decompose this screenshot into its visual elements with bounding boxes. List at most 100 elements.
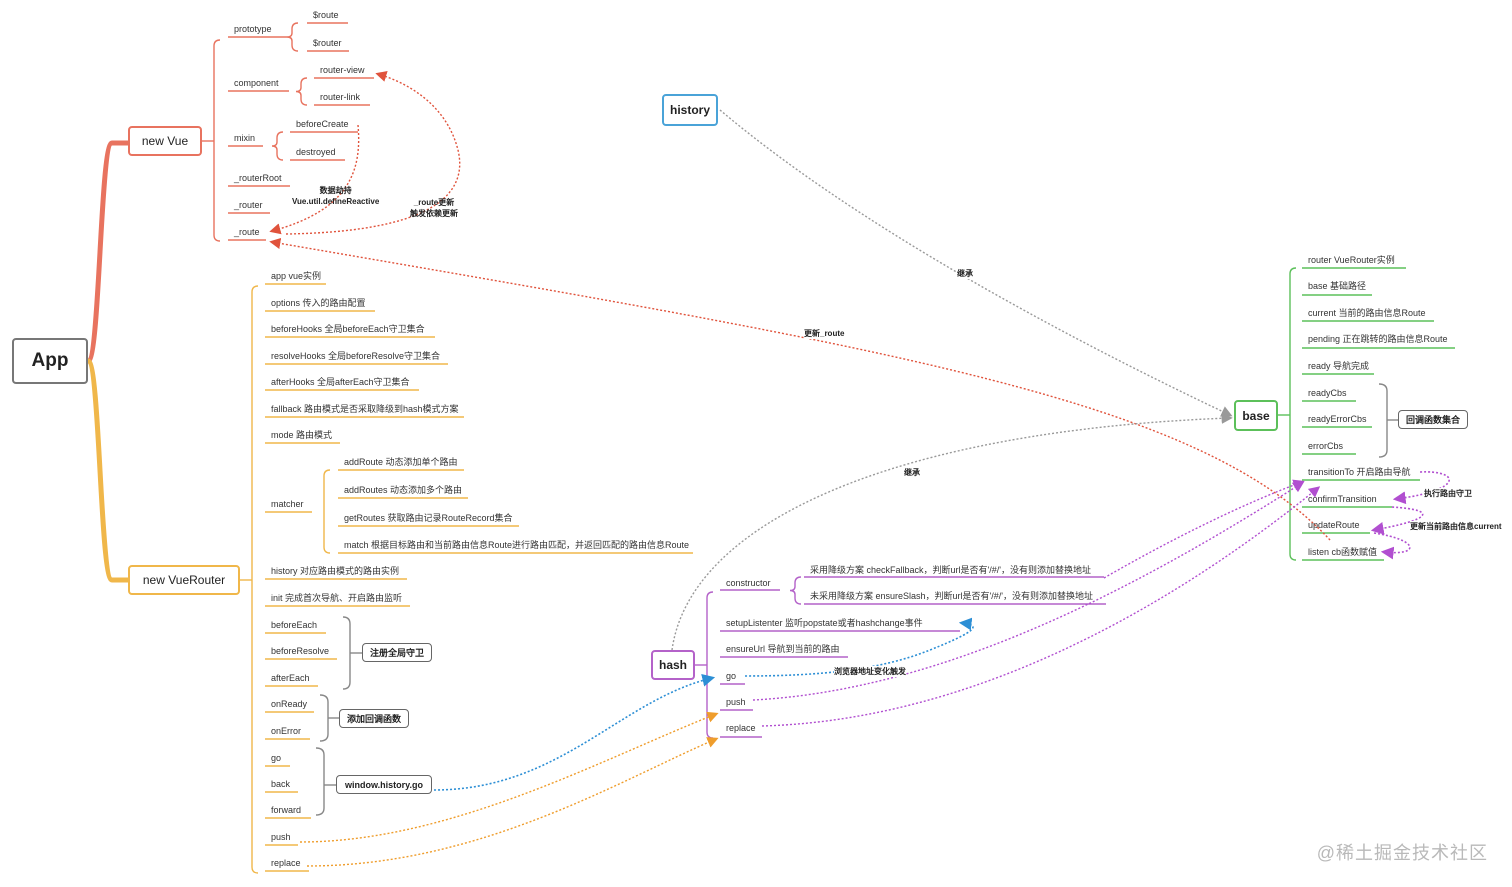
node-hash[interactable]: hash (651, 650, 695, 680)
label-ensure-slash: 未采用降级方案 ensureSlash，判断url是否有'/#/'，没有则添加替… (810, 591, 1093, 601)
branch-app-newvue (85, 140, 128, 364)
label-add-routes: addRoutes 动态添加多个路由 (344, 485, 463, 495)
arrow-hash-replace (761, 486, 1321, 727)
label-before-hooks: beforeHooks 全局beforeEach守卫集合 (271, 324, 425, 334)
brace-mixin (271, 131, 284, 161)
brace-component (295, 77, 308, 106)
label-history-instance: history 对应路由模式的路由实例 (271, 566, 400, 576)
bracket-callbacks (319, 694, 329, 742)
note-route-update: _route更新 触发依赖更新 (410, 198, 458, 218)
label-confirm-transition: confirmTransition (1308, 494, 1377, 504)
bracket-base (1289, 267, 1297, 561)
brace-constructor (789, 576, 802, 605)
label-base-pending: pending 正在跳转的路由信息Route (1308, 334, 1448, 344)
arrow-push-to-hash (299, 711, 719, 843)
label-destroyed: destroyed (296, 147, 336, 157)
note-define-reactive: 数据劫持 Vue.util.defineReactive (292, 186, 380, 206)
label-on-error: onError (271, 726, 302, 736)
arrow-inherit-history (719, 109, 1233, 417)
label-hash-go: go (726, 671, 737, 681)
label-router-proto: $router (313, 38, 342, 48)
label-app-instance: app vue实例 (271, 271, 322, 281)
bracket-cbs (1378, 383, 1388, 458)
arrow-update-route (269, 237, 1331, 541)
label-mode: mode 路由模式 (271, 430, 333, 440)
label-router-root: _routerRoot (234, 173, 282, 183)
branch-app-newvuerouter (85, 358, 128, 583)
note-update-route: 更新_route (804, 328, 845, 339)
node-history[interactable]: history (662, 94, 718, 126)
label-resolve-hooks: resolveHooks 全局beforeResolve守卫集合 (271, 351, 441, 361)
label-get-routes: getRoutes 获取路由记录RouteRecord集合 (344, 513, 513, 523)
label-route-proto: $route (313, 10, 339, 20)
label-update-route: updateRoute (1308, 520, 1360, 530)
label-error-cbs: errorCbs (1308, 441, 1344, 451)
bracket-newvuerouter (251, 285, 259, 874)
label-ready-error-cbs: readyErrorCbs (1308, 414, 1367, 424)
label-after-hooks: afterHooks 全局afterEach守卫集合 (271, 377, 410, 387)
label-hash-replace: replace (726, 723, 756, 733)
label-back: back (271, 779, 291, 789)
tag-window-history-go[interactable]: window.history.go (336, 775, 432, 794)
label-hash-push: push (726, 697, 746, 707)
arrow-exec-guard (1392, 471, 1450, 505)
arrow-inherit-hash (671, 412, 1233, 651)
label-ensure-url: ensureUrl 导航到当前的路由 (726, 644, 840, 654)
node-new-vue-router[interactable]: new VueRouter (128, 565, 240, 595)
label-underscore-route: _route (234, 227, 260, 237)
label-before-each: beforeEach (271, 620, 318, 630)
watermark: @稀土掘金技术社区 (1316, 843, 1488, 863)
arrow-define-reactive (269, 124, 360, 235)
label-prototype: prototype (234, 24, 272, 34)
label-listen: listen cb函数赋值 (1308, 547, 1378, 557)
bracket-newvue (213, 39, 221, 242)
label-match: match 根据目标路由和当前路由信息Route进行路由匹配，并返回匹配的路由信… (344, 540, 690, 550)
label-base-ready: ready 导航完成 (1308, 361, 1370, 371)
label-before-create: beforeCreate (296, 119, 349, 129)
arrow-update-current (1370, 506, 1424, 535)
label-matcher: matcher (271, 499, 304, 509)
label-on-ready: onReady (271, 699, 308, 709)
label-router-replace: replace (271, 858, 301, 868)
label-base-current: current 当前的路由信息Route (1308, 308, 1426, 318)
label-before-resolve: beforeResolve (271, 646, 330, 656)
label-fallback: fallback 路由模式是否采取降级到hash模式方案 (271, 404, 459, 414)
label-base-router: router VueRouter实例 (1308, 255, 1395, 265)
label-init: init 完成首次导航、开启路由监听 (271, 593, 403, 603)
label-forward: forward (271, 805, 302, 815)
note-inherit-history: 继承 (957, 268, 973, 279)
label-component: component (234, 78, 279, 88)
node-app[interactable]: App (12, 338, 88, 384)
bracket-nav (315, 747, 325, 816)
arrow-replace-to-hash (306, 737, 719, 867)
label-after-each: afterEach (271, 673, 310, 683)
label-ready-cbs: readyCbs (1308, 388, 1347, 398)
label-constructor: constructor (726, 578, 771, 588)
node-base[interactable]: base (1234, 400, 1278, 431)
label-underscore-router: _router (234, 200, 263, 210)
note-exec-guard: 执行路由守卫 (1424, 488, 1472, 499)
note-inherit-hash: 继承 (904, 467, 920, 478)
label-base-base: base 基础路径 (1308, 281, 1367, 291)
arrow-browser-change (744, 617, 974, 677)
arrow-window-history-go (433, 674, 716, 791)
label-add-route: addRoute 动态添加单个路由 (344, 457, 458, 467)
label-check-fallback: 采用降级方案 checkFallback，判断url是否有'/#/'，没有则添加… (810, 565, 1091, 575)
tag-add-callbacks[interactable]: 添加回调函数 (339, 709, 409, 728)
label-router-push: push (271, 832, 291, 842)
bracket-matcher (323, 469, 331, 554)
label-router-link: router-link (320, 92, 361, 102)
note-update-current: 更新当前路由信息current (1410, 521, 1502, 532)
tag-callback-collection[interactable]: 回调函数集合 (1398, 410, 1468, 429)
label-transition-to: transitionTo 开启路由导航 (1308, 467, 1411, 477)
arrow-route-update (285, 71, 461, 235)
tag-register-guards[interactable]: 注册全局守卫 (362, 643, 432, 662)
bracket-guards (342, 616, 351, 690)
label-router-view: router-view (320, 65, 365, 75)
node-new-vue[interactable]: new Vue (128, 126, 202, 156)
brace-prototype (286, 22, 299, 52)
arrow-listen (1373, 532, 1411, 560)
label-mixin: mixin (234, 133, 256, 143)
